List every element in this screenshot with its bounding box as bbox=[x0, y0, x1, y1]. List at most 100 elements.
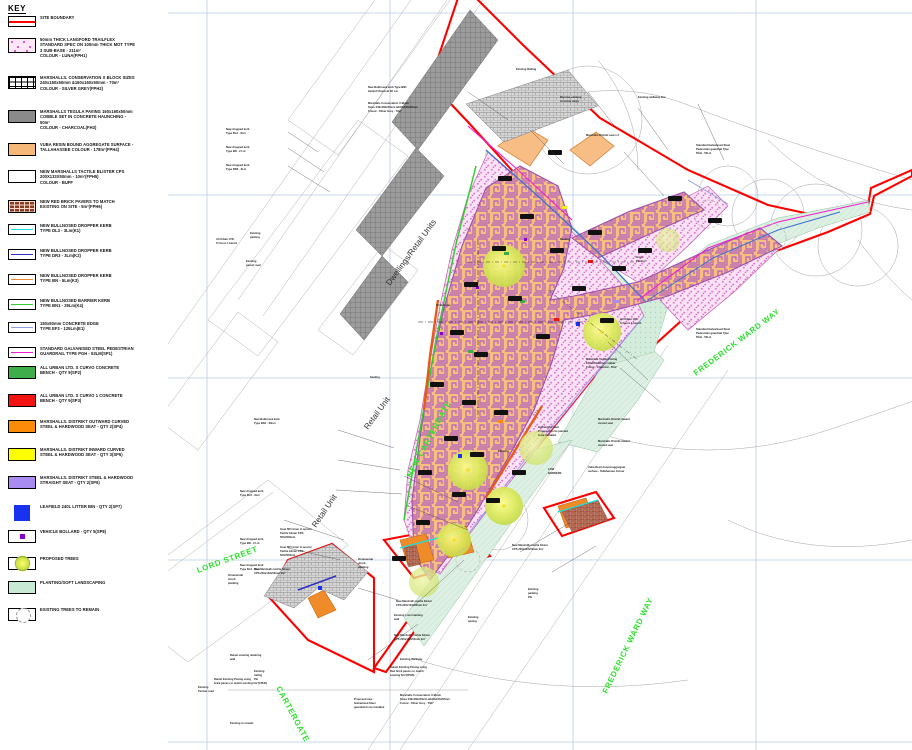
key-label-proposed-trees: PROPOSED TREES bbox=[40, 556, 166, 561]
svg-text:Type BN - 2 Lm: Type BN - 2 Lm bbox=[240, 541, 260, 545]
svg-text:Existing: Existing bbox=[198, 685, 209, 689]
svg-text:Pedestrian guardrail Type: Pedestrian guardrail Type bbox=[696, 331, 729, 335]
key-label-line: 3 SUB-BASE - 211m² bbox=[40, 47, 81, 53]
svg-text:Vuba Resin bound aggregate: Vuba Resin bound aggregate bbox=[588, 465, 626, 469]
key-label-line: NEW BULLNOSED DROPPER KERB bbox=[40, 273, 112, 278]
key-swatch-langford-trailflex bbox=[8, 38, 36, 53]
key-title: KEY bbox=[8, 4, 26, 14]
svg-text:160x160x50mm cobble: 160x160x50mm cobble bbox=[586, 361, 616, 365]
svg-text:Remove existing: Remove existing bbox=[560, 95, 582, 99]
svg-text:CPS 200x133x50mm 2m²: CPS 200x133x50mm 2m² bbox=[512, 547, 544, 551]
site-plan-drawing: New dropped kerb Type DL3 - 3Lm New drop… bbox=[168, 0, 912, 750]
svg-text:New Bullnosed kerb Type BN1: New Bullnosed kerb Type BN1 bbox=[368, 85, 407, 89]
key-label-line: STANDARD SPEC ON 100mm THICK MOT TYPE bbox=[40, 42, 136, 48]
svg-text:Sizes 240x160x50mm &160x160x50: Sizes 240x160x50mm &160x160x50mm bbox=[368, 105, 418, 109]
key-label-line: SITE BOUNDARY bbox=[40, 15, 75, 20]
svg-text:Existing: Existing bbox=[246, 259, 257, 263]
svg-text:New Marshalls tactile blister: New Marshalls tactile blister bbox=[512, 543, 548, 547]
svg-text:PGH - 53Lm: PGH - 53Lm bbox=[696, 335, 712, 339]
svg-text:guardrail to be installed: guardrail to be installed bbox=[354, 705, 385, 709]
key-line-sample bbox=[11, 326, 33, 329]
svg-text:paving: paving bbox=[468, 619, 477, 623]
key-tree-marker bbox=[15, 557, 29, 570]
key-swatch-dropper-kerb-dl3 bbox=[8, 224, 36, 235]
key-label-line: STANDARD GALVANISED STEEL PEDESTRIAN bbox=[40, 346, 134, 351]
svg-text:parcel road: parcel road bbox=[246, 263, 261, 267]
key-label-line: TALLAHASSEE COLOUR - 178m²(FPH4) bbox=[40, 147, 120, 153]
key-label-line: VEHICLE BOLLARD - QTY 5(SP8) bbox=[40, 529, 107, 534]
key-label-line: TYPE DR3 - 3Lm(K2) bbox=[40, 253, 81, 259]
key-label-line: PROPOSED TREES bbox=[40, 556, 79, 561]
key-label-line: MARSHALLS. DISTRIKT OUTWARD CURVED bbox=[40, 419, 130, 424]
key-label-vehicle-bollard: VEHICLE BOLLARD - QTY 5(SP8) bbox=[40, 529, 166, 534]
proposed-trees bbox=[409, 228, 680, 597]
key-label-line: 150x50mm CONCRETE EDGE bbox=[40, 321, 99, 326]
svg-text:LOW: LOW bbox=[548, 467, 555, 471]
key-swatch-vuba-resin-bound bbox=[8, 143, 36, 156]
svg-text:S Curvo 1 bench: S Curvo 1 bench bbox=[216, 241, 238, 245]
svg-text:CPS 200x133x50mm 2m²: CPS 200x133x50mm 2m² bbox=[254, 571, 286, 575]
label-retail-unit-upper: Retail Unit bbox=[362, 395, 392, 431]
key-swatch-proposed-trees bbox=[8, 557, 36, 570]
key-line-sample bbox=[11, 228, 33, 231]
svg-text:Type DL3 - 3Lm: Type DL3 - 3Lm bbox=[240, 567, 260, 571]
svg-text:Planting: Planting bbox=[498, 449, 509, 453]
label-frederick-ward-way: FREDERICK WARD WAY bbox=[692, 307, 782, 378]
svg-text:Pedestrian guardrail Type: Pedestrian guardrail Type bbox=[696, 147, 729, 151]
svg-text:Type BN - 2 Lm: Type BN - 2 Lm bbox=[226, 149, 246, 153]
svg-text:brick pavers to match existing: brick pavers to match existing 5m²(FPH6) bbox=[214, 681, 267, 685]
key-item-site-boundary[interactable]: SITE BOUNDARY bbox=[8, 15, 166, 27]
key-label-planting-soft-landscaping: PLANTING/SOFT LANDSCAPING bbox=[40, 580, 166, 585]
site-plan-canvas[interactable]: New dropped kerb Type DL3 - 3Lm New drop… bbox=[168, 0, 912, 750]
key-label-line: BENCH - QTY 9(SP3) bbox=[40, 398, 82, 404]
label-frederick-ward-way-2: FREDERICK WARD WAY bbox=[601, 596, 655, 695]
svg-text:wall: wall bbox=[229, 657, 235, 661]
key-existing-tree-marker bbox=[15, 608, 31, 623]
svg-text:Proposed new: Proposed new bbox=[354, 697, 373, 701]
svg-text:Inset 6P1 timer in accent: Inset 6P1 timer in accent bbox=[280, 527, 312, 531]
key-swatch-district-straight-seat bbox=[8, 476, 36, 489]
key-label-line: 200X133X50mm - 10m²(FPH5) bbox=[40, 174, 99, 180]
svg-text:New dropped kerb: New dropped kerb bbox=[240, 489, 264, 493]
svg-text:Grass: Grass bbox=[636, 255, 644, 259]
key-label-line: STRAIGHT SEAT - QTY 2(SP6) bbox=[40, 480, 100, 486]
svg-text:New Marshalls tactile blister: New Marshalls tactile blister bbox=[254, 567, 290, 571]
label-retail-unit-lower: Retail Unit bbox=[310, 492, 339, 529]
svg-text:Marshalls Tegula Paving: Marshalls Tegula Paving bbox=[586, 357, 618, 361]
key-label-line: NEW MARSHALLS TACTILE BLISTER CPS bbox=[40, 169, 125, 174]
conservation-block-cartergate bbox=[263, 543, 369, 609]
key-swatch-site-boundary bbox=[8, 16, 36, 27]
key-label-line: MARSHALLS. DISTRIKT INWARD CURVED bbox=[40, 447, 125, 452]
key-swatch-red-brick-pavers bbox=[8, 200, 36, 213]
svg-text:BORDERS: BORDERS bbox=[548, 471, 562, 475]
existing-trees-to-remain bbox=[455, 199, 787, 573]
svg-text:CPS 200x133x50mm 2m²: CPS 200x133x50mm 2m² bbox=[394, 637, 426, 641]
key-line-sample bbox=[11, 278, 33, 281]
svg-text:PGH - 53Lm: PGH - 53Lm bbox=[696, 151, 712, 155]
key-line-sample bbox=[11, 253, 33, 256]
key-label-line: COLOUR - SILVER GREY(FPH2) bbox=[40, 85, 104, 91]
svg-text:Proposed to be painted: Proposed to be painted bbox=[538, 429, 568, 433]
key-label-line: EXISTING ON SITE - 5m²(FPH6) bbox=[40, 204, 103, 210]
svg-text:Existing: Existing bbox=[250, 231, 261, 235]
key-swatch-marshalls-tegula-paving bbox=[8, 110, 36, 123]
key-label-line: EXISTING TREES TO REMAIN bbox=[40, 607, 100, 612]
pedestrian-guardrail-line bbox=[637, 201, 869, 301]
note-leader-lines bbox=[283, 91, 725, 661]
svg-text:500x500mm: 500x500mm bbox=[280, 553, 296, 557]
key-label-line: BENCH - QTY 9(SP2) bbox=[40, 370, 82, 376]
key-label-line: COLOUR - CHARCOAL(FH3) bbox=[40, 124, 97, 130]
